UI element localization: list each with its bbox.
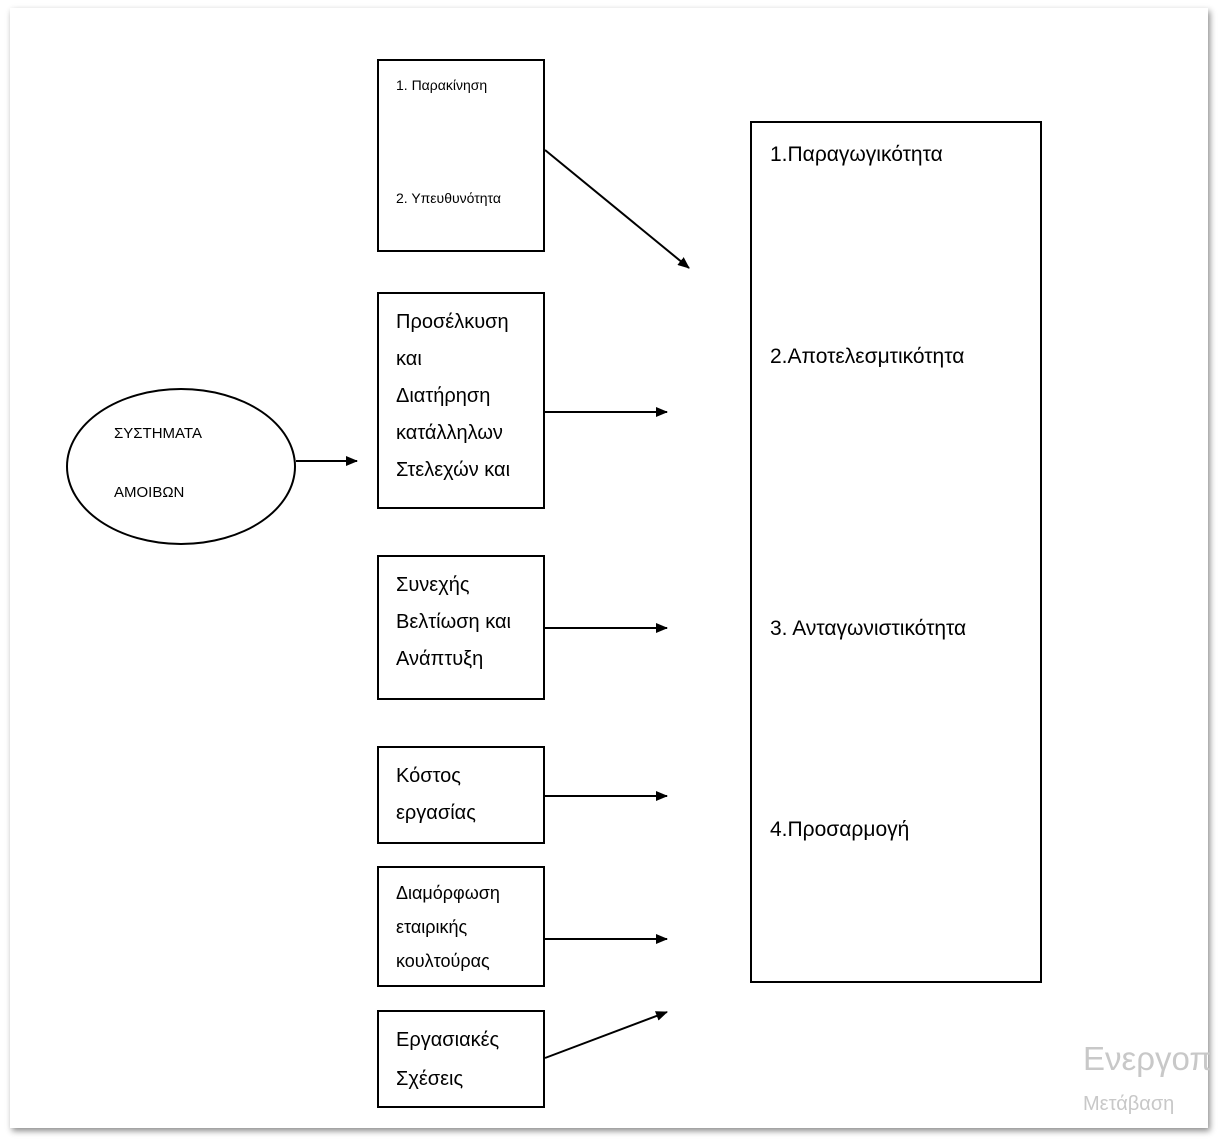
culture-line: εταιρικής <box>396 917 468 937</box>
attraction-line: κατάλληλων <box>396 422 503 444</box>
ellipse-label-line2: ΑΜΟΙΒΩΝ <box>114 484 185 501</box>
culture-line: κουλτούρας <box>396 951 490 971</box>
activation-watermark-subtitle: Μετάβαση <box>1083 1093 1175 1115</box>
arrow-motivation <box>544 149 690 269</box>
attraction-box: Προσέλκυση και Διατήρηση κατάλληλων Στελ… <box>377 292 545 509</box>
attraction-line: και <box>396 348 422 370</box>
cost-box: Κόστος εργασίας <box>377 746 545 844</box>
outcome-adaptation: 4.Προσαρμογή <box>770 818 910 841</box>
cost-line: εργασίας <box>396 802 476 824</box>
reward-systems-ellipse <box>66 388 296 545</box>
motivation-item: 1. Παρακίνηση <box>396 77 488 93</box>
responsibility-item: 2. Υπευθυνότητα <box>396 190 501 206</box>
relations-box: Εργασιακές Σχέσεις <box>377 1010 545 1108</box>
culture-line: Διαμόρφωση <box>396 883 500 903</box>
relations-line: Σχέσεις <box>396 1068 464 1090</box>
cost-line: Κόστος <box>396 765 461 787</box>
improvement-line: Βελτίωση και <box>396 611 511 633</box>
improvement-line: Ανάπτυξη <box>396 648 484 670</box>
outcome-effectiveness: 2.Αποτελεσμτικότητα <box>770 345 965 368</box>
outcome-productivity: 1.Παραγωγικότητα <box>770 143 943 166</box>
culture-box: Διαμόρφωση εταιρικής κουλτούρας <box>377 866 545 987</box>
attraction-line: Στελεχών και <box>396 459 511 481</box>
improvement-box: Συνεχής Βελτίωση και Ανάπτυξη <box>377 555 545 700</box>
ellipse-label-line1: ΣΥΣΤΗΜΑΤΑ <box>114 425 202 442</box>
activation-watermark-title: Ενεργοπ <box>1083 1040 1213 1077</box>
improvement-line: Συνεχής <box>396 574 470 596</box>
outcome-competitiveness: 3. Ανταγωνιστικότητα <box>770 617 967 640</box>
motivation-box: 1. Παρακίνηση 2. Υπευθυνότητα <box>377 59 545 252</box>
outcomes-box: 1.Παραγωγικότητα 2.Αποτελεσμτικότητα 3. … <box>750 121 1042 983</box>
relations-line: Εργασιακές <box>396 1029 500 1051</box>
attraction-line: Προσέλκυση <box>396 311 509 333</box>
arrow-relations <box>544 1011 668 1059</box>
attraction-line: Διατήρηση <box>396 385 491 407</box>
